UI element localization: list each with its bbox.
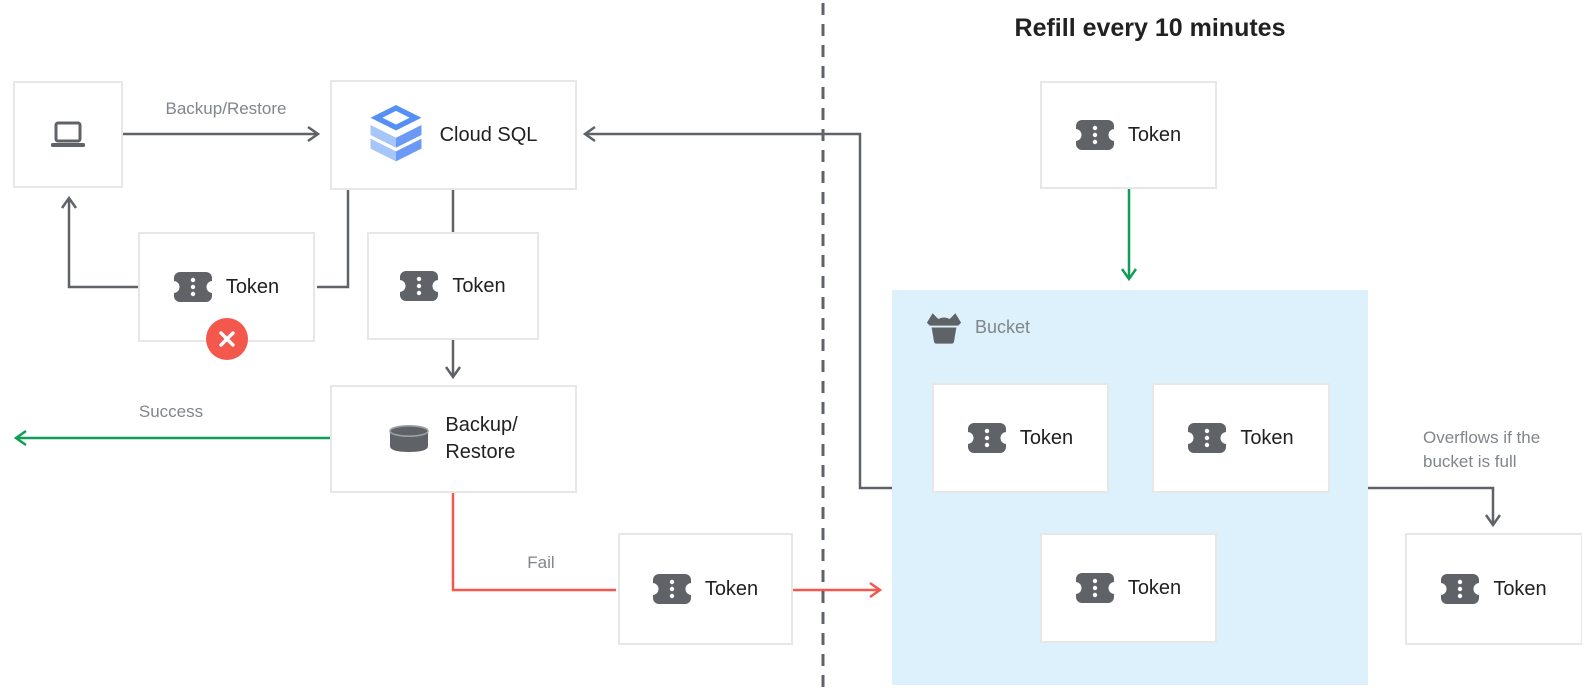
cloud-sql-box: Cloud SQL <box>330 80 577 190</box>
bucket-header: Bucket <box>925 311 1030 344</box>
diagram-title: Refill every 10 minutes <box>1014 14 1286 42</box>
arrow-bucket-to-cloudsql <box>582 125 892 490</box>
overflow-label-line2: bucket is full <box>1423 452 1517 471</box>
red-x-badge-icon <box>206 318 248 360</box>
token-label: Token <box>1493 577 1547 600</box>
cloud-sql-label: Cloud SQL <box>439 123 538 146</box>
token-label: Token <box>452 274 506 297</box>
token-box-failed: Token <box>618 533 793 645</box>
token-label: Token <box>704 577 759 600</box>
backup-restore-box: Backup/ Restore <box>330 385 577 493</box>
overflow-label: Overflows if the bucket is full <box>1423 426 1540 474</box>
token-label: Token <box>1240 426 1294 449</box>
fail-label: Fail <box>527 553 555 572</box>
arrow-rejected-token-to-laptop <box>60 195 138 289</box>
token-ticket-icon <box>400 271 439 301</box>
backup-restore-label-line1: Backup/ <box>445 414 518 436</box>
token-ticket-icon <box>1075 573 1114 603</box>
overflow-label-line1: Overflows if the <box>1423 428 1541 447</box>
token-ticket-icon <box>173 272 212 302</box>
success-label: Success <box>138 402 204 421</box>
cloud-sql-icon <box>370 105 422 162</box>
token-label: Token <box>1127 123 1182 146</box>
token-label: Token <box>225 275 280 298</box>
line-fail <box>451 493 616 592</box>
token-label: Token <box>1127 576 1182 599</box>
line-cloudsql-to-rejected-token <box>317 190 350 289</box>
laptop-icon <box>51 121 85 147</box>
client-laptop-box <box>13 81 123 188</box>
token-ticket-icon <box>652 574 691 604</box>
token-box-bucket-3: Token <box>1040 533 1217 643</box>
token-ticket-icon <box>1441 574 1480 604</box>
token-ticket-icon <box>967 423 1006 453</box>
token-box-bucket-2: Token <box>1152 383 1330 493</box>
bucket-icon <box>926 313 962 344</box>
database-cylinder-icon <box>389 425 430 452</box>
token-ticket-icon <box>1188 423 1227 453</box>
bucket-label: Bucket <box>975 317 1031 337</box>
token-box-overflow: Token <box>1405 533 1582 645</box>
token-box-bucket-1: Token <box>932 383 1109 493</box>
arrow-overflow <box>1368 486 1502 528</box>
token-ticket-icon <box>1075 120 1114 150</box>
token-box-refill: Token <box>1040 81 1217 189</box>
backup-restore-arrow-label: Backup/Restore <box>165 99 287 118</box>
backup-restore-label-line2: Restore <box>445 441 516 463</box>
token-box-rejected: Token <box>138 232 315 342</box>
token-label: Token <box>1019 426 1074 449</box>
token-box-consumed: Token <box>367 232 539 340</box>
